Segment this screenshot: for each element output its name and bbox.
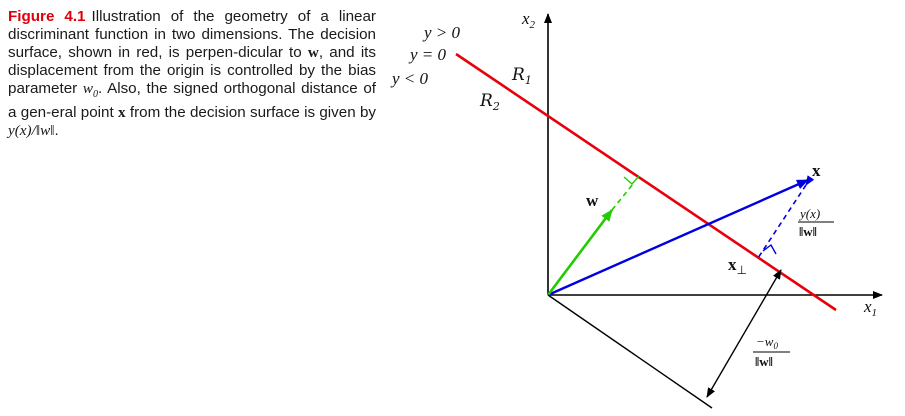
w0-denominator: ‖w‖ <box>755 354 773 369</box>
right-angle-marker-x <box>762 243 777 255</box>
bias-distance-arrow <box>706 269 782 398</box>
yx-denominator: ‖w‖ <box>799 224 817 239</box>
xperp-letter: x <box>728 255 737 274</box>
label-region-r1: R1 <box>511 65 532 87</box>
xperp-sub: ⊥ <box>737 263 747 277</box>
figure-label: Figure 4.1 <box>8 8 86 25</box>
caption-text-4: from the decision surface is given by <box>125 104 376 122</box>
w0-num-sub: 0 <box>773 341 778 351</box>
label-w-vector: w <box>586 191 599 210</box>
caption-text-3: . Also, the signed orthogonal distance o… <box>8 80 376 122</box>
caption-w0-sub: 0 <box>93 89 99 101</box>
r1-letter: R <box>511 65 525 85</box>
right-angle-marker-w <box>623 175 640 185</box>
x2-letter: x <box>521 9 530 28</box>
caption-yx-expr: y(x)/‖w‖ <box>8 122 55 140</box>
label-region-r2: R2 <box>479 91 500 113</box>
x1-sub: 1 <box>872 307 878 319</box>
perpendicular-distance-dashed <box>757 175 815 259</box>
label-y-gt-0: y > 0 <box>422 23 461 42</box>
caption-x-symbol: x <box>118 104 126 122</box>
yx-numerator: y(x) <box>798 206 820 221</box>
caption-w-symbol: w <box>307 44 319 61</box>
decision-surface-line <box>455 52 837 312</box>
w-direction-dashed <box>611 183 634 211</box>
x1-letter: x <box>863 297 872 316</box>
origin-offset-line <box>547 294 713 409</box>
w0-num-text: −w <box>756 334 774 349</box>
caption-text-5: . <box>54 122 59 140</box>
x-vector <box>547 178 809 297</box>
r1-sub: 1 <box>525 74 532 87</box>
r2-sub: 2 <box>492 100 500 113</box>
caption-text-2: , and its displacement from the origin i… <box>8 44 377 97</box>
yx-fraction: y(x) ‖w‖ <box>798 206 834 239</box>
caption-text-1: Illustration of the geometry of a linear… <box>8 8 376 61</box>
caption-w0-symbol: w <box>82 80 94 97</box>
label-x2-axis: x2 <box>521 9 536 31</box>
label-y-eq-0: y = 0 <box>408 45 447 64</box>
r2-letter: R <box>479 91 493 111</box>
w0-numerator: −w0 <box>756 334 778 351</box>
label-x-perp: x⊥ <box>728 255 747 277</box>
label-x-point: x <box>812 161 821 180</box>
w0-fraction: −w0 ‖w‖ <box>753 334 790 369</box>
w-vector <box>546 209 614 296</box>
label-x1-axis: x1 <box>863 297 877 319</box>
x2-sub: 2 <box>530 19 536 31</box>
label-y-lt-0: y < 0 <box>390 69 429 88</box>
